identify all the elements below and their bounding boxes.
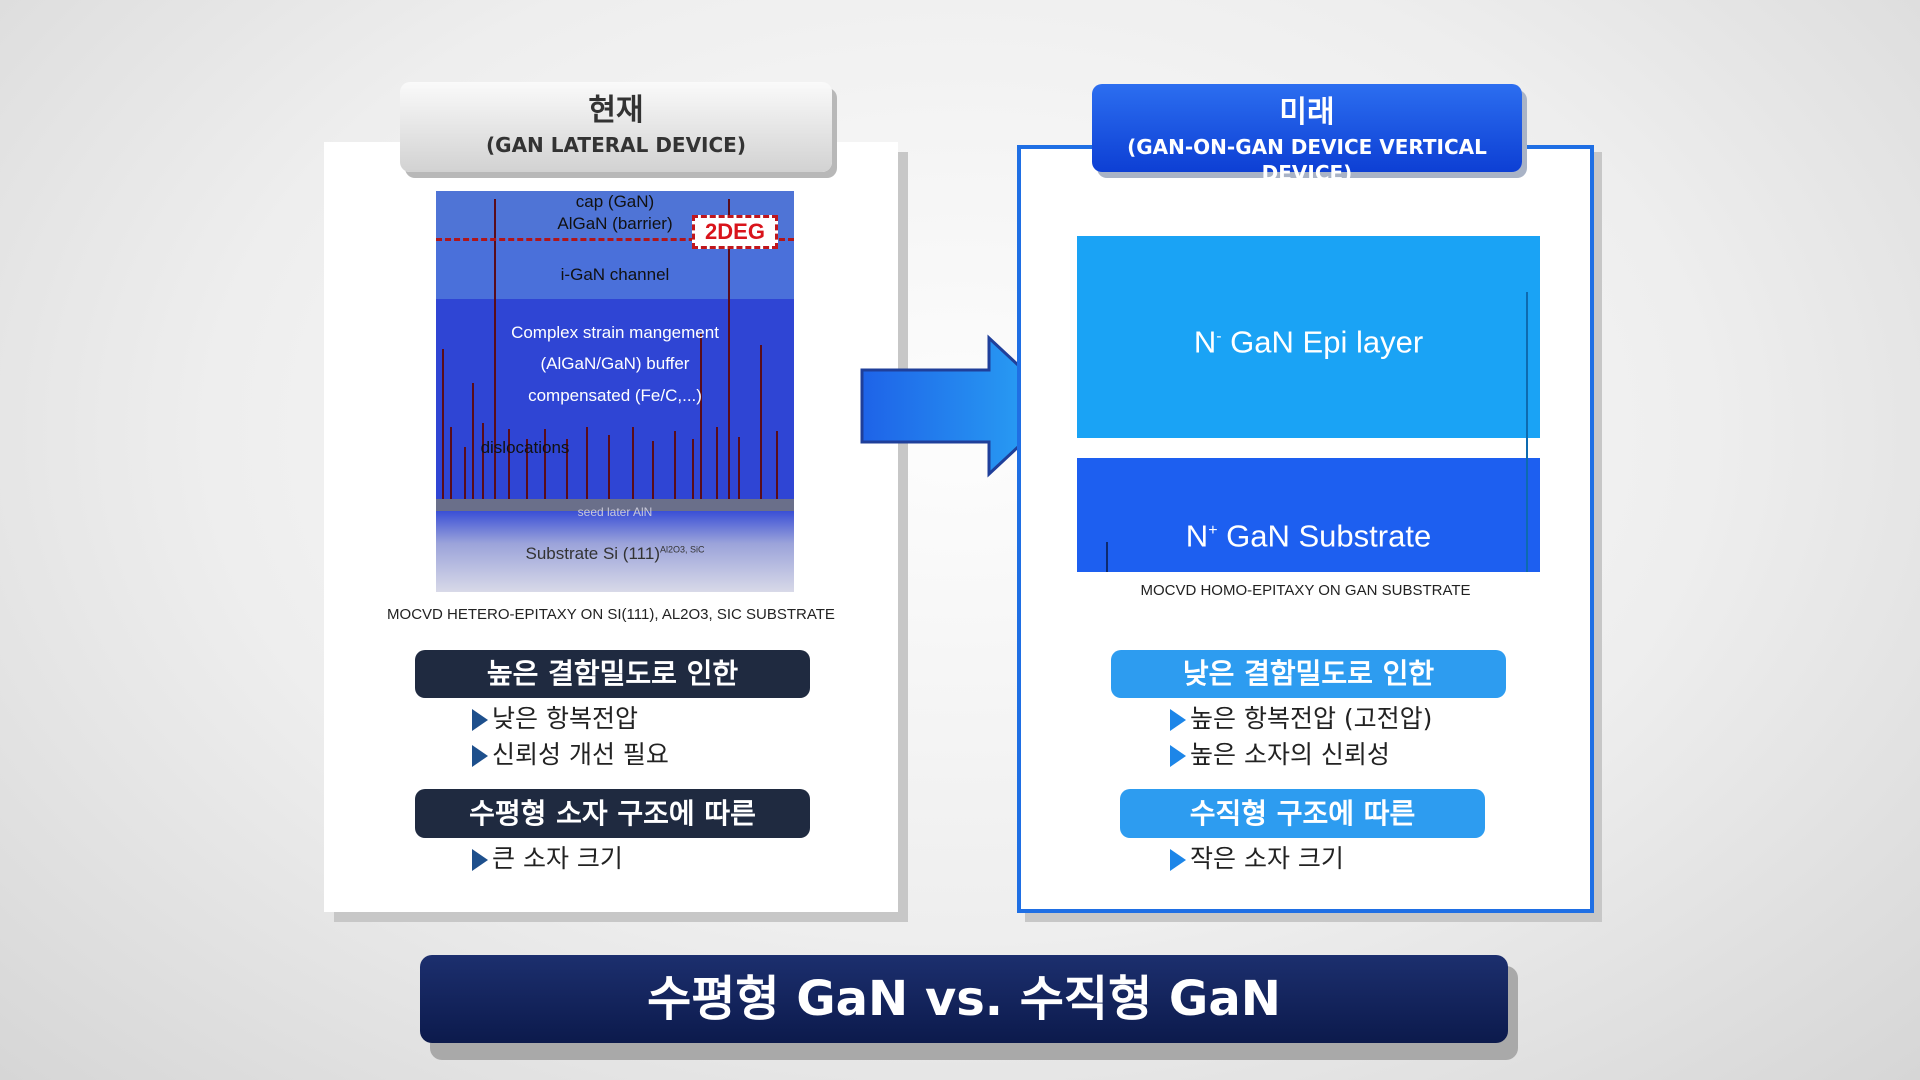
n-minus-epi-layer: N- GaN Epi layer: [1077, 236, 1540, 438]
lateral-bullet-1: 낮은 항복전압: [472, 702, 638, 736]
dislocation-line: [544, 429, 546, 499]
buffer-label-line1: Complex strain mangement: [511, 323, 719, 342]
2deg-dashed-line: [436, 238, 794, 241]
triangle-icon: [1170, 849, 1186, 871]
dislocation-line: [566, 439, 568, 499]
dislocation-line: [508, 429, 510, 499]
cap-label: cap (GaN): [575, 192, 655, 211]
vertical-title: 미래: [1279, 95, 1335, 130]
barrier-label: AlGaN (barrier): [557, 214, 673, 233]
dislocation-line: [652, 441, 654, 499]
comparison-banner: 수평형 GaN vs. 수직형 GaN: [420, 955, 1508, 1043]
vertical-structure-pill: 수직형 구조에 따른: [1120, 789, 1485, 838]
dislocation-line: [472, 383, 474, 499]
vertical-dislocation-line-short: [1106, 542, 1108, 572]
triangle-icon: [472, 849, 488, 871]
dislocation-line: [442, 349, 444, 499]
dislocation-line: [608, 435, 610, 499]
lateral-structure-pill: 수평형 소자 구조에 따른: [415, 789, 810, 838]
vertical-defect-pill: 낮은 결함밀도로 인한: [1111, 650, 1506, 698]
triangle-icon: [472, 745, 488, 767]
lateral-bullet-3: 큰 소자 크기: [472, 842, 623, 876]
buffer-label-line3: compensated (Fe/C,...): [528, 386, 702, 405]
lateral-structure-diagram: cap (GaN) AlGaN (barrier) 2DEG i-GaN cha…: [436, 191, 794, 592]
dislocation-line: [482, 423, 484, 499]
dislocation-line: [728, 199, 730, 499]
dislocation-line: [450, 427, 452, 499]
seed-layer: [436, 499, 794, 511]
substrate-superscript: Al2O3, SiC: [659, 544, 705, 555]
seed-label: seed later AlN: [577, 505, 653, 519]
dislocation-line: [716, 427, 718, 499]
lateral-subtitle: (GAN LATERAL DEVICE): [486, 133, 746, 157]
dislocation-line: [760, 345, 762, 499]
vertical-caption: MOCVD HOMO-EPITAXY ON GAN SUBSTRATE: [1140, 582, 1471, 599]
channel-label: i-GaN channel: [560, 265, 670, 284]
dislocation-line: [586, 427, 588, 499]
vertical-bullet-3: 작은 소자 크기: [1170, 842, 1344, 876]
dislocation-line: [776, 431, 778, 499]
si-substrate-layer: [436, 511, 794, 592]
vertical-header: 미래 (GAN-ON-GAN DEVICE VERTICAL DEVICE): [1092, 84, 1522, 185]
vertical-bullet-1: 높은 항복전압 (고전압): [1170, 702, 1432, 736]
dislocation-line: [632, 427, 634, 499]
dislocation-line: [464, 447, 466, 499]
lateral-bullet-2: 신뢰성 개선 필요: [472, 738, 669, 772]
dislocation-line: [526, 439, 528, 499]
lateral-title: 현재: [588, 93, 644, 128]
2deg-label: 2DEG: [692, 215, 778, 249]
n-plus-substrate-layer: N+ GaN Substrate: [1077, 458, 1540, 572]
cap-layer: [436, 191, 794, 213]
lateral-header: 현재 (GAN LATERAL DEVICE): [400, 82, 832, 172]
buffer-label-line2: (AlGaN/GaN) buffer: [540, 354, 690, 373]
lateral-caption: MOCVD HETERO-EPITAXY ON SI(111), AL2O3, …: [387, 606, 835, 623]
dislocation-line: [674, 431, 676, 499]
dislocation-line: [692, 439, 694, 499]
lateral-defect-pill: 높은 결함밀도로 인한: [415, 650, 810, 698]
substrate-label: Substrate Si (111)Al2O3, SiC: [525, 544, 705, 563]
vertical-subtitle: (GAN-ON-GAN DEVICE VERTICAL DEVICE): [1127, 135, 1487, 185]
triangle-icon: [1170, 745, 1186, 767]
dislocation-line: [494, 199, 496, 499]
triangle-icon: [472, 709, 488, 731]
dislocation-line: [738, 437, 740, 499]
vertical-bullet-2: 높은 소자의 신뢰성: [1170, 738, 1390, 772]
triangle-icon: [1170, 709, 1186, 731]
dislocations-label: dislocations: [480, 438, 570, 457]
dislocation-line: [700, 333, 702, 499]
vertical-dislocation-line: [1526, 292, 1528, 572]
